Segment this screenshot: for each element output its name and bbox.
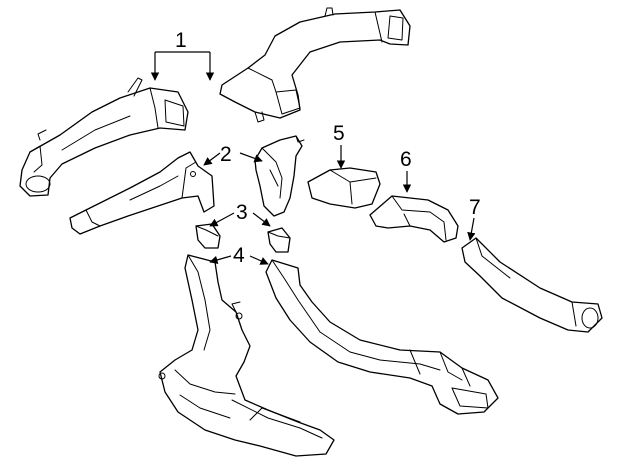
adapter-part-3-right xyxy=(267,227,291,253)
callout-numbers: 1 2 3 4 5 6 7 xyxy=(175,29,481,267)
duct-part-4-right xyxy=(265,259,499,415)
callout-4: 4 xyxy=(233,244,245,267)
callout-2: 2 xyxy=(220,143,232,166)
duct-part-1-left xyxy=(19,77,189,197)
duct-part-2-right xyxy=(254,135,305,217)
callout-6: 6 xyxy=(400,148,412,171)
callout-7: 7 xyxy=(469,196,481,219)
duct-part-5 xyxy=(307,167,381,209)
duct-part-1-right xyxy=(219,7,411,123)
duct-part-2-left xyxy=(69,151,215,235)
callout-leaders xyxy=(150,51,476,265)
duct-part-4-left xyxy=(158,254,335,457)
adapter-part-3-left xyxy=(195,223,221,249)
callout-5: 5 xyxy=(333,122,345,145)
duct-part-7 xyxy=(461,237,603,333)
duct-part-6 xyxy=(369,195,459,243)
callout-1: 1 xyxy=(175,29,187,52)
callout-3: 3 xyxy=(236,201,248,224)
